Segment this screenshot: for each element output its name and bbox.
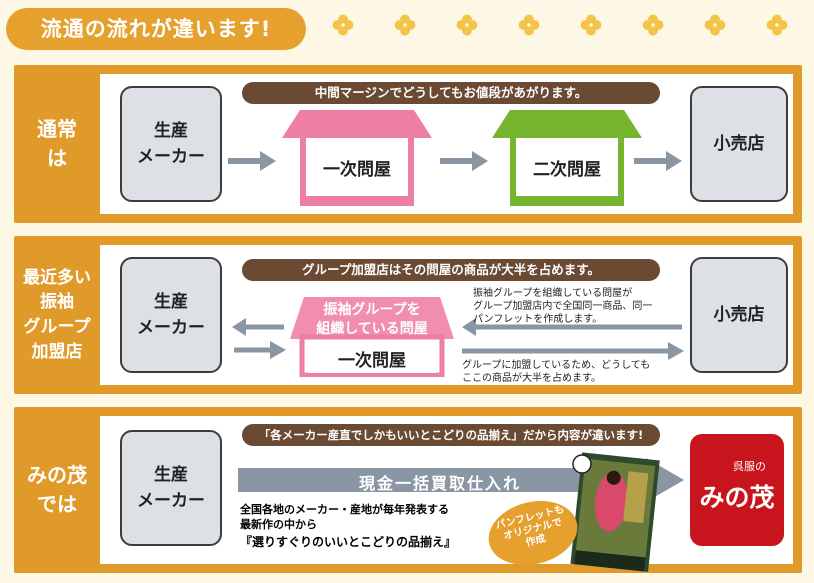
- margin-banner: 中間マージンでどうしてもお値段があがります。: [242, 82, 660, 104]
- group-note-top: 振袖グループを組織している問屋が グループ加盟店内で全国同一商品、同一 パンフレ…: [473, 288, 653, 325]
- clover-icon: [518, 14, 540, 36]
- clover-icon: [394, 14, 416, 36]
- brand-name: みの茂: [699, 483, 775, 512]
- arrow-right-icon: [634, 151, 682, 171]
- group-organizer-label: 振袖グループを 組織している問屋: [316, 302, 428, 337]
- manufacturer-box: 生産 メーカー: [120, 430, 222, 546]
- pamphlet-image: [570, 452, 660, 572]
- page-title: 流通の流れが違います!: [6, 8, 306, 50]
- clover-icon: [642, 14, 664, 36]
- section-panel: 生産 メーカー 「各メーカー産直でしかもいいとこどりの品揃え」だから内容が違いま…: [100, 416, 793, 572]
- clover-icon: [580, 14, 602, 36]
- primary-wholesaler-label: 一次問屋: [306, 138, 408, 196]
- section-label: みの茂 では: [27, 463, 87, 516]
- section-minoshige: みの茂 では 生産 メーカー 「各メーカー産直でしかもいいとこどりの品揃え」だか…: [14, 407, 802, 573]
- section-normal: 通常 は 生産 メーカー 中間マージンでどうしてもお値段があがります。 一次問屋…: [14, 65, 802, 223]
- clover-icon: [332, 14, 354, 36]
- brand-logo: 呉服の みの茂: [690, 434, 784, 546]
- clover-icon: [704, 14, 726, 36]
- desc-line: 最新作の中から: [240, 518, 317, 531]
- arrow-right-icon: [228, 151, 276, 171]
- assortment-banner: 「各メーカー産直でしかもいいとこどりの品揃え」だから内容が違います!: [242, 424, 660, 446]
- clover-icon: [456, 14, 478, 36]
- primary-wholesaler-label: 一次問屋: [308, 343, 436, 373]
- retailer-box: 小売店: [690, 257, 788, 373]
- desc-line: 全国各地のメーカー・産地が毎年発表する: [240, 503, 449, 516]
- group-banner: グループ加盟店はその問屋の商品が大半を占めます。: [242, 259, 660, 281]
- section-label: 最近多い 振袖 グループ 加盟店: [23, 267, 91, 362]
- brand-subtitle: 呉服の: [733, 460, 766, 473]
- arrow-right-icon: [440, 151, 488, 171]
- arrow-left-icon: [462, 318, 684, 360]
- retailer-box: 小売店: [690, 86, 788, 202]
- desc-line: 『選りすぐりのいいとこどりの品揃え』: [240, 535, 457, 549]
- clover-icon: [766, 14, 788, 36]
- section-group: 最近多い 振袖 グループ 加盟店 生産 メーカー グループ加盟店はその問屋の商品…: [14, 236, 802, 394]
- arrow-left-icon: [232, 318, 286, 359]
- cash-purchase-label: 現金一括買取仕入れ: [358, 474, 521, 493]
- manufacturer-box: 生産 メーカー: [120, 257, 222, 373]
- assortment-description: 全国各地のメーカー・産地が毎年発表する 最新作の中から 『選りすぐりのいいとこど…: [240, 502, 456, 550]
- manufacturer-box: 生産 メーカー: [120, 86, 222, 202]
- section-panel: 生産 メーカー 中間マージンでどうしてもお値段があがります。 一次問屋 二次問屋…: [100, 74, 793, 214]
- section-label: 通常 は: [37, 117, 77, 170]
- section-panel: 生産 メーカー グループ加盟店はその問屋の商品が大半を占めます。 振袖グループを…: [100, 245, 793, 385]
- pamphlet-badge: [488, 501, 578, 565]
- secondary-wholesaler-label: 二次問屋: [516, 138, 618, 196]
- group-note-bottom: グループに加盟しているため、どうしても ここの商品が大半を占めます。: [462, 360, 651, 384]
